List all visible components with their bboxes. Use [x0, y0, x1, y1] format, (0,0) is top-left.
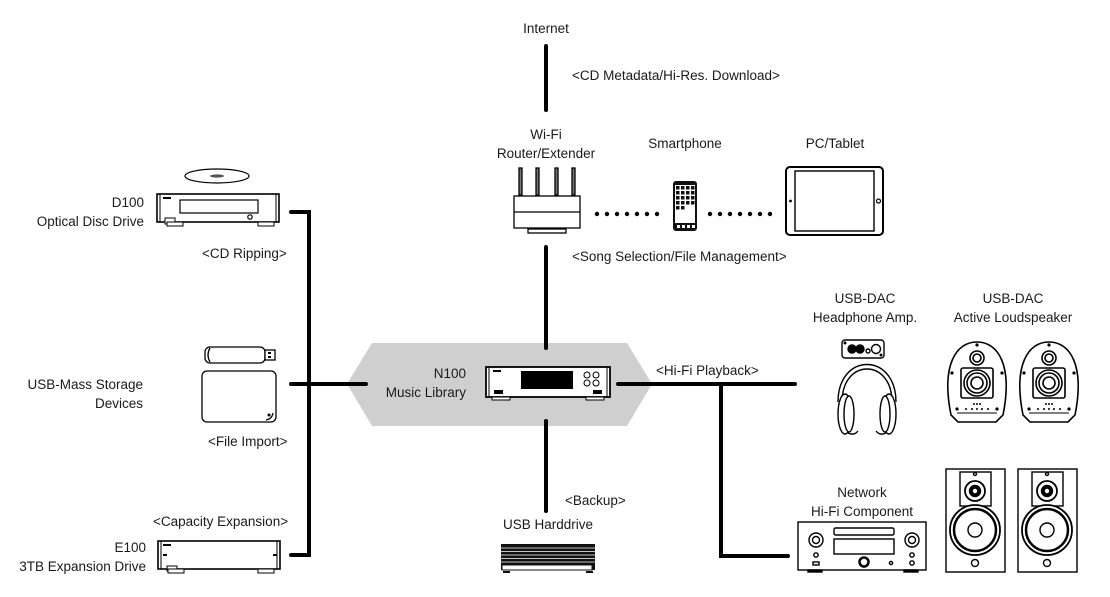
- hifi-component-label-line2: Hi-Fi Component: [810, 504, 914, 519]
- headphone-amp-label: USB-DAC Headphone Amp.: [800, 289, 930, 327]
- loudspeaker-icon: [945, 468, 1006, 573]
- router-label: Wi-Fi Router/Extender: [476, 125, 616, 163]
- cd-ripping-label: <CD Ripping>: [202, 246, 287, 261]
- internet-connection-label: <CD Metadata/Hi-Res. Download>: [572, 68, 780, 83]
- active-loudspeaker-icon: [947, 341, 1007, 423]
- active-loudspeaker-label-line1: USB-DAC: [982, 291, 1044, 306]
- router-label-line1: Wi-Fi: [530, 127, 562, 142]
- usb-storage-label-line2: Devices: [94, 396, 143, 411]
- control-connection-label: <Song Selection/File Management>: [572, 249, 787, 264]
- hub-name-label: Music Library: [385, 385, 466, 400]
- wireless-link-dots: [594, 211, 773, 217]
- expansion-drive-icon: [157, 540, 281, 574]
- usb-storage-icon: [201, 346, 277, 423]
- active-loudspeaker-label-line2: Active Loudspeaker: [953, 310, 1073, 325]
- hub-model-label: N100: [433, 366, 466, 381]
- active-loudspeaker-label: USB-DAC Active Loudspeaker: [943, 289, 1083, 327]
- tablet-label: PC/Tablet: [805, 136, 865, 151]
- e100-label-line2: 3TB Expansion Drive: [19, 559, 146, 574]
- hub-label: N100 Music Library: [366, 364, 466, 402]
- router-label-line2: Router/Extender: [496, 146, 596, 161]
- optical-disc-drive-icon: [156, 168, 280, 227]
- d100-label: D100 Optical Disc Drive: [0, 193, 144, 231]
- d100-label-line1: D100: [111, 195, 144, 210]
- headphone-amp-icon: [841, 339, 885, 359]
- backup-connection-label: <Backup>: [565, 493, 626, 508]
- headphone-amp-label-line2: Headphone Amp.: [812, 310, 918, 325]
- hifi-branch-line: [719, 382, 790, 558]
- wifi-router-icon: [513, 167, 581, 234]
- usb-storage-label: USB-Mass Storage Devices: [0, 375, 143, 413]
- loudspeaker-icon: [1017, 468, 1078, 573]
- music-library-server-icon: [485, 366, 611, 401]
- playback-connection-label: <Hi-Fi Playback>: [656, 363, 759, 378]
- headphone-amp-label-line1: USB-DAC: [834, 291, 896, 306]
- active-loudspeaker-icon: [1019, 341, 1079, 423]
- hifi-component-icon: [797, 521, 927, 573]
- file-import-label: <File Import>: [208, 434, 288, 449]
- internet-label: Internet: [523, 21, 569, 36]
- tablet-icon: [785, 166, 884, 236]
- hifi-component-label: Network Hi-Fi Component: [792, 483, 932, 521]
- usb-harddrive-icon: [501, 544, 595, 573]
- smartphone-label: Smartphone: [648, 136, 722, 151]
- smartphone-icon: [673, 181, 697, 231]
- hifi-component-label-line1: Network: [837, 485, 887, 500]
- usb-storage-label-line1: USB-Mass Storage: [27, 377, 143, 392]
- e100-label-line1: E100: [114, 540, 146, 555]
- e100-label: E100 3TB Expansion Drive: [0, 538, 146, 576]
- usb-harddrive-label: USB Harddrive: [502, 517, 594, 532]
- d100-label-line2: Optical Disc Drive: [36, 214, 144, 229]
- capacity-expansion-label: <Capacity Expansion>: [153, 514, 289, 529]
- headphones-icon: [837, 364, 897, 435]
